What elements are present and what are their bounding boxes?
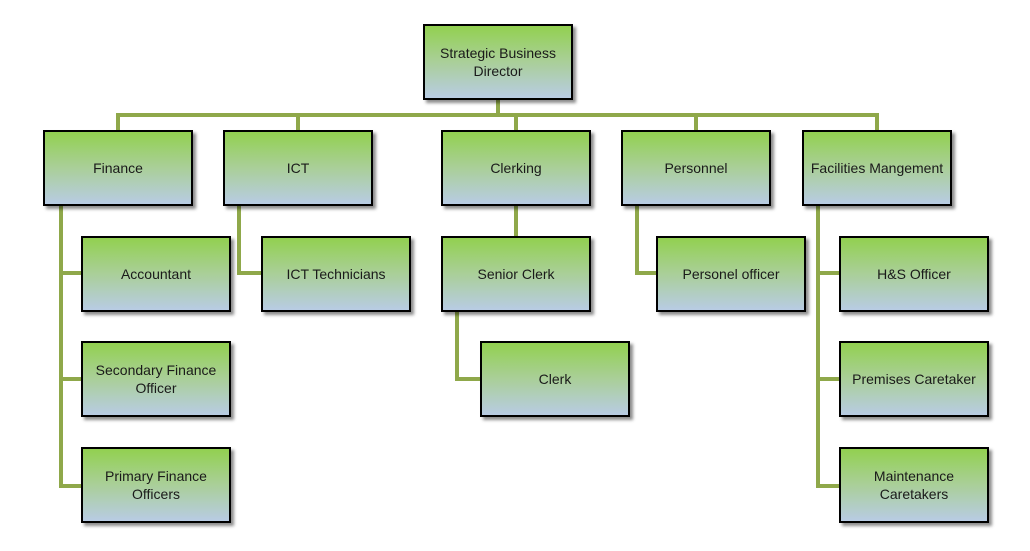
- connector-accountant: [59, 271, 81, 275]
- connector-clerk: [455, 377, 480, 381]
- node-strategic-business-director: Strategic Business Director: [423, 24, 573, 100]
- connector-primary-finance: [59, 484, 81, 488]
- connector-finance-vertical: [59, 205, 63, 488]
- node-clerk: Clerk: [480, 341, 630, 417]
- connector-root-down: [496, 99, 500, 116]
- node-secondary-finance-officer: Secondary Finance Officer: [81, 341, 231, 417]
- connector-ict-technicians: [237, 271, 261, 275]
- node-accountant: Accountant: [81, 236, 231, 312]
- connector-finance-up: [116, 113, 120, 130]
- connector-horizontal-bus: [116, 113, 879, 117]
- connector-clerking-up: [514, 113, 518, 130]
- connector-personnel-vertical: [635, 205, 639, 275]
- connector-ict-up: [296, 113, 300, 130]
- connector-hs-officer: [816, 271, 839, 275]
- connector-premises-caretaker: [816, 377, 839, 381]
- node-senior-clerk: Senior Clerk: [441, 236, 591, 312]
- connector-maintenance-caretakers: [816, 484, 839, 488]
- node-ict-technicians: ICT Technicians: [261, 236, 411, 312]
- connector-ict-vertical: [237, 205, 241, 275]
- connector-personel-officer: [635, 271, 656, 275]
- node-finance: Finance: [43, 130, 193, 206]
- node-maintenance-caretakers: Maintenance Caretakers: [839, 447, 989, 523]
- connector-secondary-finance: [59, 377, 81, 381]
- node-clerking: Clerking: [441, 130, 591, 206]
- connector-senior-vertical: [455, 309, 459, 381]
- connector-personnel-up: [694, 113, 698, 130]
- node-facilities-mangement: Facilities Mangement: [802, 130, 952, 206]
- connector-facilities-vertical: [816, 205, 820, 488]
- node-hs-officer: H&S Officer: [839, 236, 989, 312]
- node-premises-caretaker: Premises Caretaker: [839, 341, 989, 417]
- connector-facilities-up: [875, 113, 879, 130]
- node-ict: ICT: [223, 130, 373, 206]
- node-personel-officer: Personel officer: [656, 236, 806, 312]
- node-primary-finance-officers: Primary Finance Officers: [81, 447, 231, 523]
- connector-clerking-senior: [514, 205, 518, 236]
- node-personnel: Personnel: [621, 130, 771, 206]
